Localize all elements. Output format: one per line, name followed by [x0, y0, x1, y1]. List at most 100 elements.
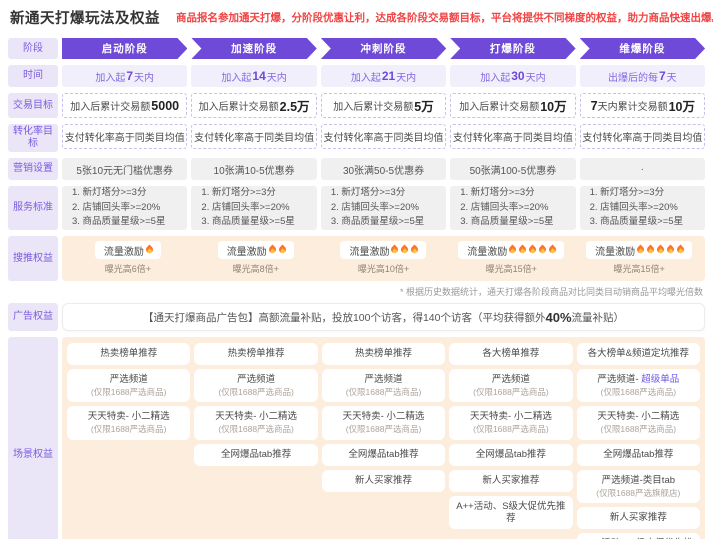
row-label-time: 时间 [8, 65, 58, 87]
scene-benefit-card: 严选频道- 超级单品(仅限1688严选商品) [576, 368, 701, 403]
fire-icon [538, 245, 547, 255]
service-standard-line: 3. 商品质量星级>=5星 [72, 216, 166, 228]
text-part: 天内 [396, 72, 417, 84]
scene-benefit-card: 严选频道(仅限1688严选商品) [321, 368, 446, 403]
text-part: 天内 [134, 72, 155, 84]
row-cells: 【通天打爆商品广告包】高额流量补贴，投放100个访客，得140个访客（平均获得额… [62, 303, 705, 331]
exposure-multiplier: 曝光高8倍+ [232, 264, 279, 274]
service-standard-line: 1. 新灯塔分>=3分 [72, 186, 147, 198]
exposure-multiplier: 曝光高15倍+ [613, 264, 665, 274]
page-header: 新通天打爆玩法及权益 商品报名参加通天打爆，分阶段优惠让利，达成各阶段交易额目标… [10, 7, 713, 28]
stage-arrow: 加速阶段 [191, 38, 316, 59]
conversion-target-cell: 支付转化率高于同类目均值 [450, 124, 576, 149]
scene-benefit-column: 各大榜单&频道定坑推荐严选频道- 超级单品(仅限1688严选商品)天天特卖- 小… [576, 343, 701, 539]
service-standard-line: 3. 商品质量星级>=5星 [330, 216, 425, 228]
scene-benefit-title: 严选频道 [197, 374, 314, 386]
text-part: 热卖榜单推荐 [227, 348, 285, 359]
fire-icon [278, 245, 287, 255]
text-part: 流量补贴） [571, 311, 625, 324]
scene-benefit-card: 全网爆品tab推荐 [321, 443, 446, 466]
text-part: 全网爆品tab推荐 [603, 448, 674, 460]
exposure-multiplier: 曝光高6倍+ [104, 264, 152, 274]
scene-benefit-card: 天天特卖- 小二精选(仅限1688严选商品) [194, 406, 318, 440]
row-cells: 启动阶段加速阶段冲刺阶段打爆阶段维爆阶段 [62, 38, 705, 59]
row-label-stage: 阶段 [8, 38, 58, 59]
text-part: 严选频道 [491, 373, 530, 385]
text-part: 加入起 [95, 72, 126, 84]
emphasized-value: 14 [252, 69, 266, 83]
service-standard-line: 3. 商品质量星级>=5星 [460, 216, 554, 228]
marketing-cell: · [579, 158, 706, 180]
traffic-incentive-pill: 流量激励 [586, 241, 693, 259]
scene-benefit-card: 全网爆品tab推荐 [194, 443, 318, 466]
service-standard-line: 2. 店铺回头率>=20% [72, 201, 161, 213]
service-standard-line: 2. 店铺回头率>=20% [330, 201, 419, 213]
text-part: 新人买家推荐 [482, 474, 540, 486]
traffic-incentive-label: 流量激励 [226, 246, 267, 258]
row-cells: 热卖榜单推荐严选频道(仅限1688严选商品)天天特卖- 小二精选(仅限1688严… [62, 337, 705, 539]
text-part: 全网爆品tab推荐 [475, 448, 547, 460]
scene-benefit-title: 天天特卖- 小二精选 [70, 411, 187, 423]
service-standard-line: 1. 新灯塔分>=3分 [330, 186, 406, 198]
emphasized-value: 5万 [414, 100, 434, 114]
row-cells: 支付转化率高于同类目均值支付转化率高于同类目均值支付转化率高于同类目均值支付转化… [62, 124, 706, 152]
text-part: 天内 [525, 72, 546, 84]
scene-benefit-title: 严选频道- 超级单品 [580, 374, 697, 386]
search-benefit-cell: 流量激励曝光高6倍+ [66, 241, 190, 275]
text-part: 加入后累计交易额 [333, 102, 414, 113]
fire-icon [528, 245, 537, 255]
fire-icon [410, 245, 419, 255]
scene-benefit-title: 天天特卖- 小二精选 [197, 411, 314, 423]
text-part: 各大榜单&频道定坑推荐 [587, 348, 689, 359]
scene-benefit-title: 严选频道-类目tab [580, 475, 697, 487]
service-standard-line: 3. 商品质量星级>=5星 [201, 216, 295, 228]
scene-benefit-restriction: (仅限1688严选商品) [90, 424, 167, 435]
text-part: 天天特卖- 小二精选 [470, 411, 552, 423]
fire-icon [636, 245, 645, 255]
table-row: 搜推权益流量激励曝光高6倍+流量激励曝光高8倍+流量激励曝光高10倍+流量激励曝… [8, 236, 705, 281]
text-part: 天天特卖- 小二精选 [87, 411, 170, 423]
stage-arrow: 启动阶段 [62, 38, 187, 59]
traffic-incentive-label: 流量激励 [349, 246, 390, 258]
service-standard-line: 2. 店铺回头率>=20% [589, 201, 678, 213]
text-part: 天内 [266, 72, 287, 84]
search-benefit-cell: 流量激励曝光高15倍+ [449, 241, 573, 275]
super-item-link[interactable]: 超级单品 [641, 373, 680, 385]
scene-benefit-column: 热卖榜单推荐严选频道(仅限1688严选商品)天天特卖- 小二精选(仅限1688严… [321, 343, 446, 539]
scene-benefit-card: 各大榜单推荐 [449, 343, 573, 365]
text-part: 加入后累计交易额 [459, 102, 540, 113]
traffic-incentive-pill: 流量激励 [340, 241, 427, 259]
traffic-incentive-label: 流量激励 [595, 246, 636, 258]
conversion-target-cell: 支付转化率高于同类目均值 [191, 124, 317, 149]
row-label-scene-benefit: 场景权益 [8, 337, 58, 539]
fire-icon [676, 245, 685, 255]
traffic-incentive-label: 流量激励 [467, 246, 508, 258]
service-standard-line: 3. 商品质量星级>=5星 [589, 216, 684, 228]
page-title: 新通天打爆玩法及权益 [10, 11, 160, 27]
row-label-ad-benefit: 广告权益 [8, 303, 58, 331]
text-part: 出爆后的每 [607, 72, 658, 84]
marketing-cell: 5张10元无门槛优惠券 [62, 158, 188, 180]
scene-benefit-title: 热卖榜单推荐 [197, 348, 314, 360]
scene-benefit-restriction: (仅限1688严选商品) [218, 386, 294, 397]
traffic-incentive-pill: 流量激励 [217, 241, 294, 259]
conversion-target-cell: 支付转化率高于同类目均值 [62, 124, 188, 149]
scene-benefit-title: 天天特卖- 小二精选 [325, 411, 442, 423]
row-label-conversion-target: 转化率目标 [8, 124, 58, 152]
fire-icon [656, 245, 665, 255]
search-benefit-cell: 流量激励曝光高10倍+ [322, 241, 446, 275]
row-label-deal-target: 交易目标 [8, 93, 58, 118]
emphasized-value: 10万 [540, 100, 567, 114]
emphasized-value: 40% [545, 309, 572, 325]
exposure-multiplier: 曝光高10倍+ [357, 264, 410, 274]
scene-benefit-title: 天天特卖- 小二精选 [452, 411, 569, 423]
